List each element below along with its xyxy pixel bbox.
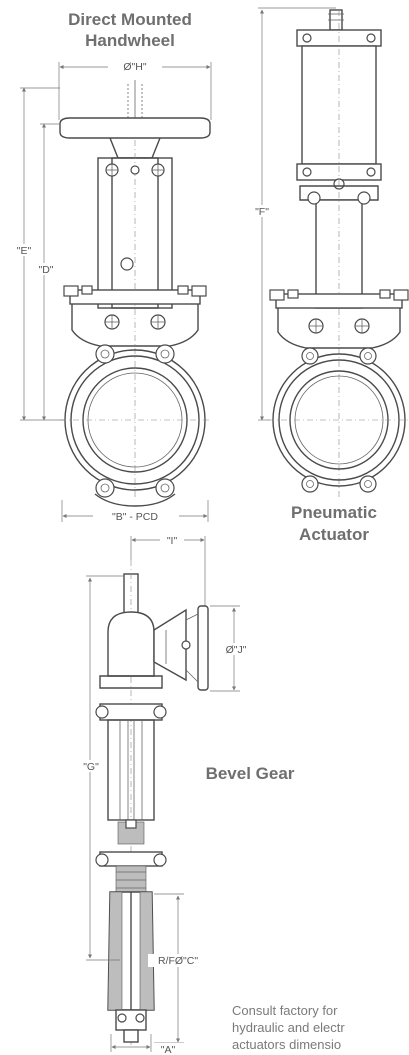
dim-g-label: "G" [83,761,99,773]
pneumatic-title-line1: Pneumatic [291,503,377,522]
footnote-line3: actuators dimensio [232,1037,341,1052]
dim-c-label: R/FØ"C" [158,955,198,967]
handwheel-title-line1: Direct Mounted [68,10,192,29]
gearbox-housing [107,611,155,677]
handwheel-title-line2: Handwheel [85,31,175,50]
bevel-handwheel [197,605,209,691]
dim-j-label: Ø"J" [226,644,247,656]
dim-f-label: "F" [255,206,269,218]
pneumatic-yoke [315,199,363,309]
dim-i-label: "I" [167,535,178,547]
footnote: Consult factory for hydraulic and electr… [232,1003,345,1052]
bevel-gear-view: "I" Ø"J" [78,534,295,1055]
flange-bolts [63,285,207,297]
handwheel-view: Direct Mounted Handwheel Ø"H" [12,10,212,523]
dim-a-label: "A" [161,1044,176,1055]
handwheel-rim [59,117,211,139]
dim-h-label: Ø"H" [123,61,146,73]
stem-thread [127,80,143,122]
top-flange [69,289,201,305]
footnote-line1: Consult factory for [232,1003,338,1018]
pneumatic-title-line2: Actuator [299,525,369,544]
pneumatic-view: "F" [249,7,409,544]
footnote-line2: hydraulic and electr [232,1020,345,1035]
dim-d-label: "D" [38,264,53,276]
bevel-title: Bevel Gear [206,764,295,783]
dim-e-label: "E" [17,245,32,257]
dim-b-label: "B" - PCD [112,511,158,523]
